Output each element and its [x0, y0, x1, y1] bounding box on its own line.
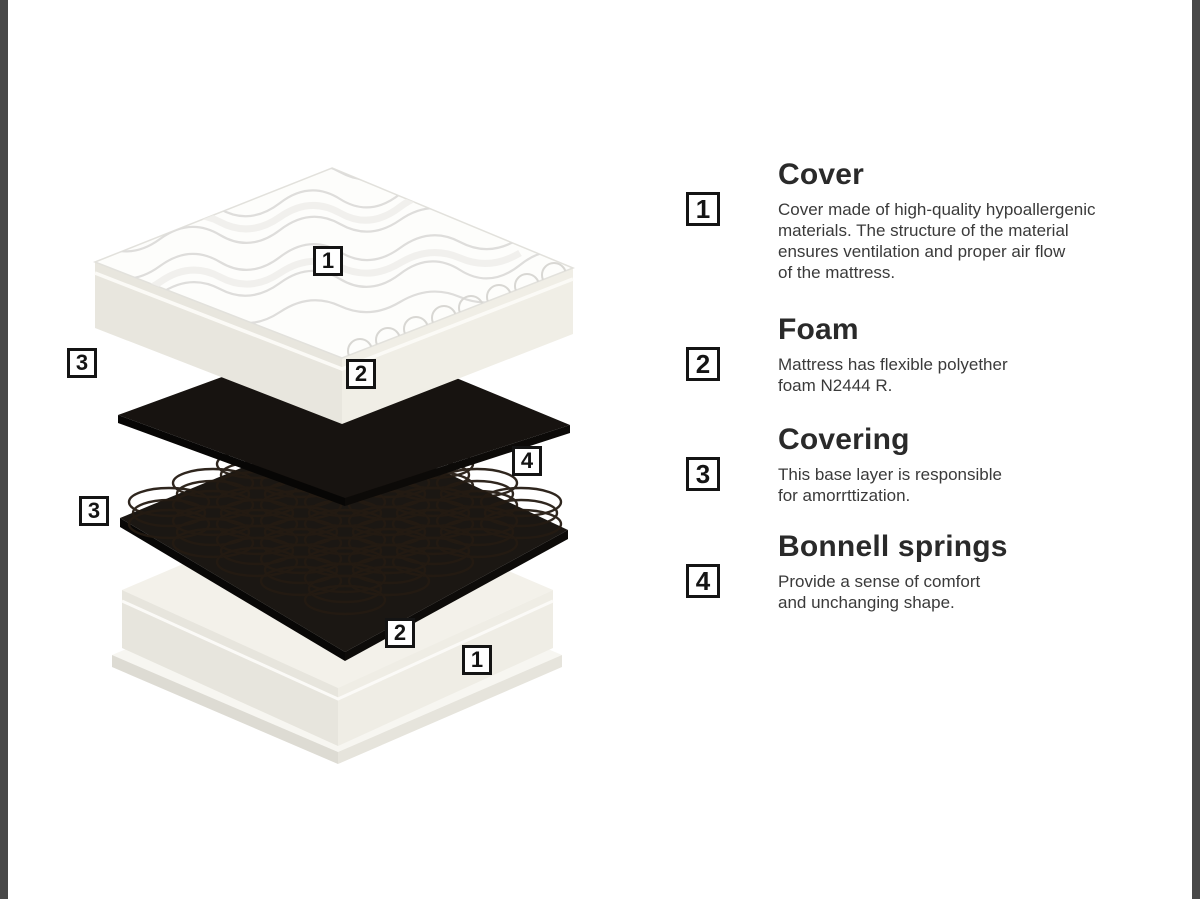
callout-foam-bottom: 2 [385, 618, 415, 648]
legend-number-box-1: 1 [686, 192, 720, 226]
legend-description-cover: Cover made of high-quality hypoallergeni… [778, 200, 1096, 282]
legend-number-box-4: 4 [686, 564, 720, 598]
callout-foam-top: 2 [346, 359, 376, 389]
callout-cover-bottom: 1 [462, 645, 492, 675]
legend-number-box-3: 3 [686, 457, 720, 491]
top-mattress-layer [92, 167, 576, 424]
legend: 1 Cover Cover made of high-quality hypoa… [686, 0, 1156, 899]
callout-covering-lower: 3 [79, 496, 109, 526]
legend-description-foam: Mattress has flexible polyether foam N24… [778, 355, 1008, 395]
mattress-exploded-illustration [92, 167, 576, 764]
legend-item-bonnell-springs: 4 Bonnell springs Provide a sense of com… [686, 530, 1156, 613]
right-edge-bar [1192, 0, 1200, 899]
callout-bonnell-springs: 4 [512, 446, 542, 476]
mattress-exploded-diagram: 1 2 3 4 3 2 1 [67, 167, 576, 764]
legend-title-covering: Covering [778, 423, 910, 456]
callout-cover-top: 1 [313, 246, 343, 276]
callout-covering-upper: 3 [67, 348, 97, 378]
legend-title-foam: Foam [778, 313, 859, 346]
legend-item-covering: 3 Covering This base layer is responsibl… [686, 423, 1156, 506]
left-edge-bar [0, 0, 8, 899]
legend-description-covering: This base layer is responsible for amorr… [778, 465, 1002, 505]
legend-description-bonnell-springs: Provide a sense of comfort and unchangin… [778, 572, 981, 612]
legend-number-box-2: 2 [686, 347, 720, 381]
legend-title-cover: Cover [778, 158, 865, 191]
legend-title-bonnell-springs: Bonnell springs [778, 530, 1008, 563]
legend-item-cover: 1 Cover Cover made of high-quality hypoa… [686, 158, 1156, 283]
legend-item-foam: 2 Foam Mattress has flexible polyether f… [686, 313, 1156, 396]
